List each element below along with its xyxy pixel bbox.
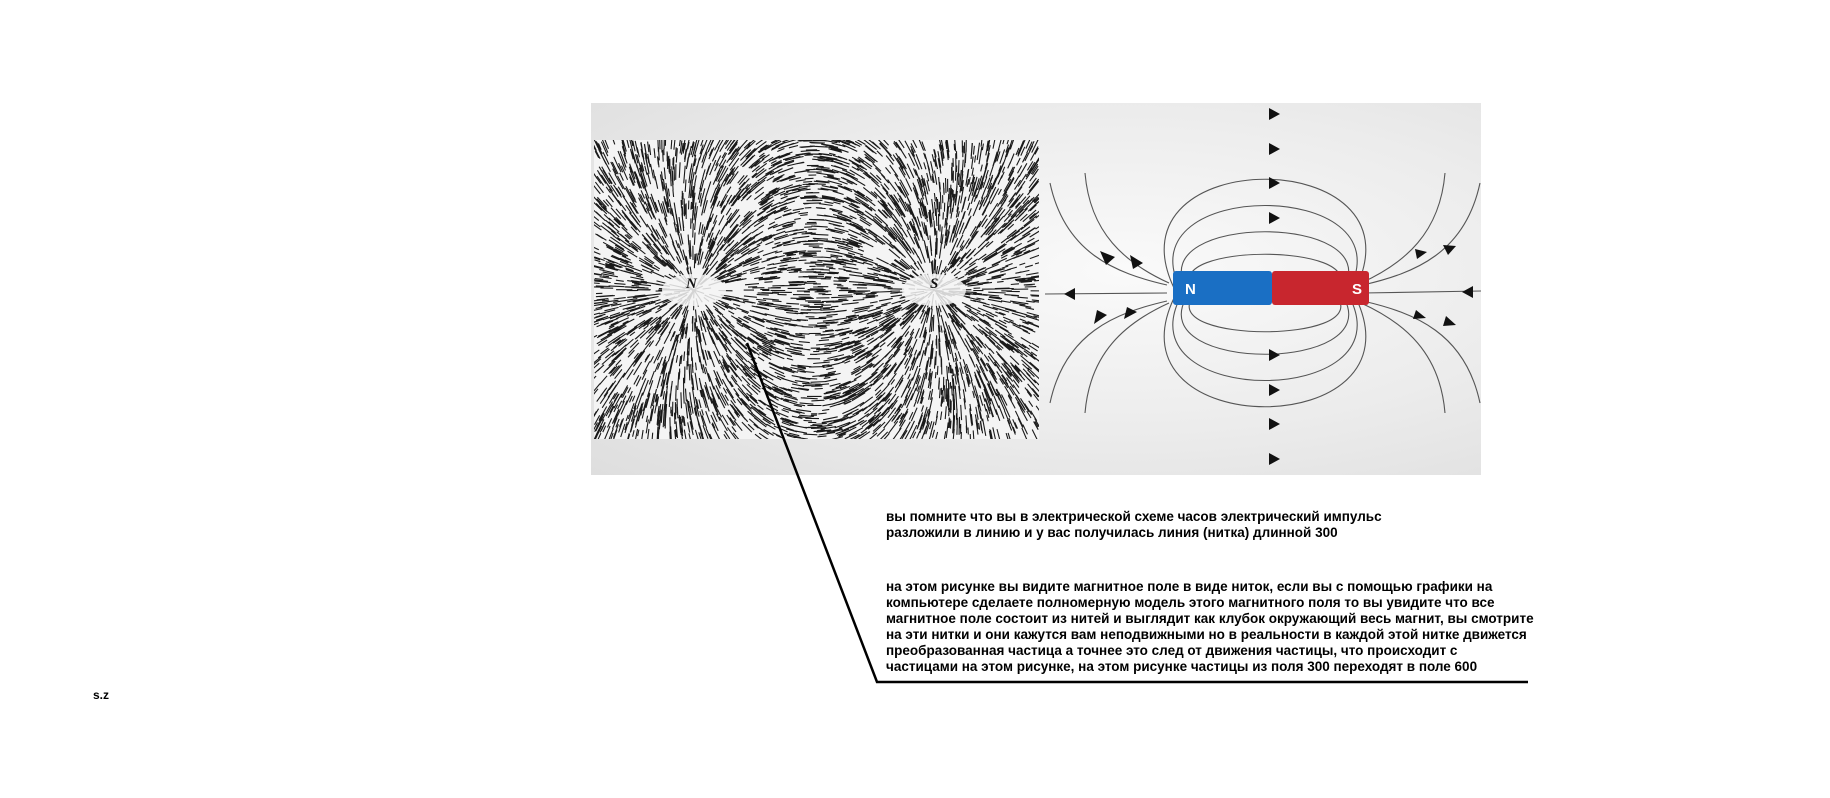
field-line	[1180, 231, 1350, 289]
field-line	[1049, 182, 1168, 286]
arrow-icon	[1415, 249, 1427, 259]
filings-north-label: N	[686, 276, 697, 292]
arrow-icon	[1130, 255, 1143, 269]
text-line: преобразованная частица а точнее это сле…	[886, 643, 1458, 658]
arrow-icon	[1269, 349, 1280, 361]
text-line: магнитное поле состоит из нитей и выгляд…	[886, 611, 1534, 626]
magnet-south	[1272, 271, 1369, 305]
paragraph-electric-impulse: вы помните что вы в электрической схеме …	[886, 509, 1446, 541]
text-line: компьютере сделаете полномерную модель э…	[886, 595, 1495, 610]
arrow-icon	[1462, 286, 1473, 298]
arrow-icon	[1269, 108, 1280, 120]
magnetic-field-diagram: N S	[1045, 103, 1481, 475]
magnet-north-label: N	[1185, 281, 1196, 298]
iron-filings-image: N S	[594, 140, 1039, 439]
field-line	[1163, 178, 1367, 289]
field-line	[1362, 182, 1481, 286]
arrow-icon	[1124, 307, 1137, 319]
arrow-icon	[1269, 384, 1280, 396]
field-line	[1045, 292, 1168, 295]
field-line	[1362, 290, 1481, 294]
arrow-icon	[1100, 251, 1115, 265]
field-line	[1172, 205, 1358, 289]
arrow-icon	[1413, 310, 1426, 319]
text-line: вы помните что вы в электрической схеме …	[886, 509, 1382, 524]
field-line	[1360, 302, 1446, 414]
text-line: разложили в линию и у вас получилась лин…	[886, 525, 1338, 540]
arrow-icon	[1443, 316, 1456, 326]
magnet-north	[1173, 271, 1272, 305]
field-line	[1172, 297, 1358, 381]
arrow-icon	[1269, 453, 1280, 465]
magnet-south-label: S	[1352, 281, 1362, 298]
signature: s.z	[93, 688, 110, 702]
field-line	[1163, 297, 1367, 408]
arrow-icon	[1443, 245, 1456, 255]
field-line	[1188, 297, 1342, 333]
text-line: на эти нитки и они кажутся вам неподвижн…	[886, 627, 1527, 642]
filings-south-label: S	[930, 276, 939, 292]
field-line	[1360, 172, 1446, 284]
arrow-icon	[1269, 418, 1280, 430]
field-line	[1049, 300, 1168, 404]
field-line	[1180, 297, 1350, 355]
arrow-icon	[1064, 288, 1075, 300]
field-line	[1084, 172, 1170, 284]
paragraph-magnetic-field: на этом рисунке вы видите магнитное поле…	[886, 579, 1556, 675]
arrow-icon	[1269, 143, 1280, 155]
arrow-icon	[1094, 310, 1107, 324]
arrow-icon	[1269, 212, 1280, 224]
text-line: на этом рисунке вы видите магнитное поле…	[886, 579, 1493, 594]
text-line: частицами на этом рисунке, на этом рисун…	[886, 659, 1478, 674]
arrow-icon	[1269, 177, 1280, 189]
